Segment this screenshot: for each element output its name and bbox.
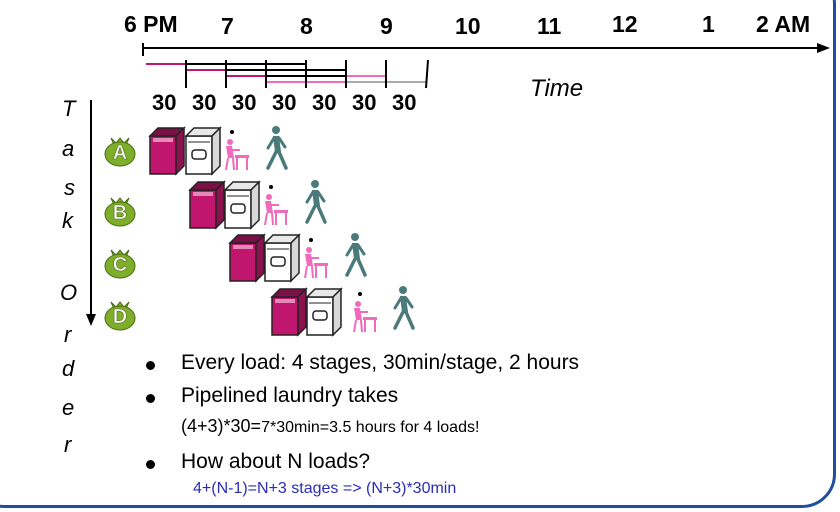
- bullet-dot: [146, 394, 155, 403]
- walking-person-icon: [305, 178, 327, 224]
- task-order-letter: r: [64, 432, 72, 457]
- bullet-n-loads: How about N loads?: [181, 450, 371, 473]
- load-row-d: [104, 284, 415, 336]
- load-row-a: [104, 124, 288, 175]
- duration-label: 30: [152, 90, 177, 115]
- walking-person-icon: [393, 284, 415, 330]
- load-row-b: [104, 178, 327, 229]
- bullet-dot: [146, 460, 155, 469]
- hour-label-12: 12: [612, 11, 638, 37]
- stage-brackets: [146, 59, 429, 89]
- hour-label-9: 9: [380, 13, 393, 39]
- task-order-letter: a: [62, 136, 75, 161]
- bullet-dot: [146, 361, 155, 370]
- duration-label: 30: [312, 90, 337, 115]
- hour-label-11: 11: [537, 13, 562, 39]
- hour-label-1: 1: [702, 11, 715, 37]
- folding-person-icon: [264, 184, 289, 226]
- task-order-letter: d: [62, 356, 75, 381]
- bullet-pipelined: Pipelined laundry takes: [181, 384, 399, 407]
- dryer-icon: [306, 288, 342, 336]
- load-label: C: [113, 254, 127, 276]
- folding-person-icon: [304, 237, 329, 279]
- hour-label-6pm: 6 PM: [124, 11, 178, 37]
- dryer-icon: [224, 181, 260, 229]
- duration-label: 30: [352, 90, 377, 115]
- task-order-letter: e: [62, 395, 75, 420]
- duration-label: 30: [272, 90, 297, 115]
- time-axis-label: Time: [530, 75, 584, 102]
- washer-icon: [229, 234, 265, 282]
- walking-person-icon: [266, 124, 288, 170]
- folding-person-icon: [353, 291, 378, 333]
- pipeline-detail: (4+3)*30=7*30min=3.5 hours for 4 loads!: [181, 416, 479, 437]
- pipeline-detail-prefix: (4+3)*30=: [181, 416, 262, 436]
- load-row-c: [104, 231, 367, 282]
- hour-label-2am: 2 AM: [756, 11, 811, 37]
- task-order-letter: k: [62, 208, 73, 233]
- walking-person-icon: [345, 231, 367, 277]
- washer-icon: [271, 288, 307, 336]
- hour-label-7: 7: [221, 13, 234, 39]
- dryer-icon: [185, 127, 221, 175]
- washer-icon: [149, 127, 185, 175]
- pipeline-detail-rest: 7*30min=3.5 hours for 4 loads!: [261, 419, 480, 436]
- n-loads-formula: 4+(N-1)=N+3 stages => (N+3)*30min: [193, 480, 457, 497]
- hour-label-8: 8: [300, 13, 313, 39]
- load-label: B: [113, 202, 127, 224]
- task-order-letter: s: [64, 175, 75, 200]
- hour-label-10: 10: [455, 13, 481, 39]
- dryer-icon: [264, 234, 300, 282]
- bullet-stages: Every load: 4 stages, 30min/stage, 2 hou…: [181, 351, 580, 374]
- duration-label: 30: [192, 90, 217, 115]
- task-order-letter: O: [60, 280, 78, 305]
- load-label: A: [113, 142, 127, 164]
- load-label: D: [113, 306, 127, 328]
- task-order-letter: T: [62, 96, 76, 121]
- duration-label: 30: [232, 90, 257, 115]
- washer-icon: [189, 181, 225, 229]
- folding-person-icon: [225, 129, 250, 171]
- duration-label: 30: [392, 90, 417, 115]
- task-order-letter: r: [64, 322, 72, 347]
